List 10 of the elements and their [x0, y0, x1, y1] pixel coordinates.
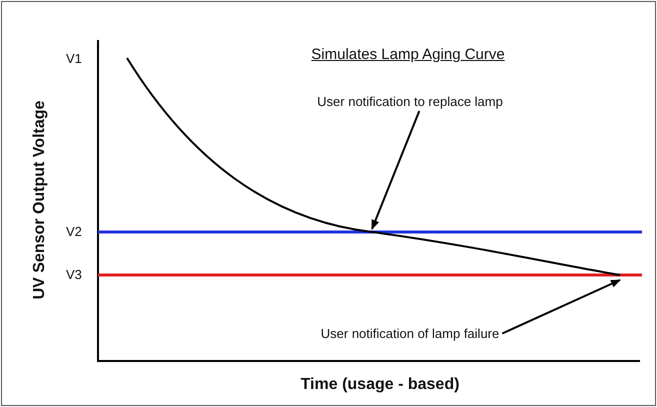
- chart-title: Simulates Lamp Aging Curve: [311, 46, 505, 63]
- tick-label: V1: [66, 51, 82, 66]
- axis-title: UV Sensor Output Voltage: [31, 100, 49, 300]
- axis-title: Time (usage - based): [300, 376, 460, 394]
- annotation-text: User notification of lamp failure: [320, 326, 500, 341]
- leader-line: [371, 110, 420, 230]
- annotation-text: User notification to replace lamp: [317, 94, 503, 109]
- tick-label: V3: [66, 267, 82, 282]
- tick-label: V2: [66, 224, 82, 239]
- leader-line: [502, 279, 621, 334]
